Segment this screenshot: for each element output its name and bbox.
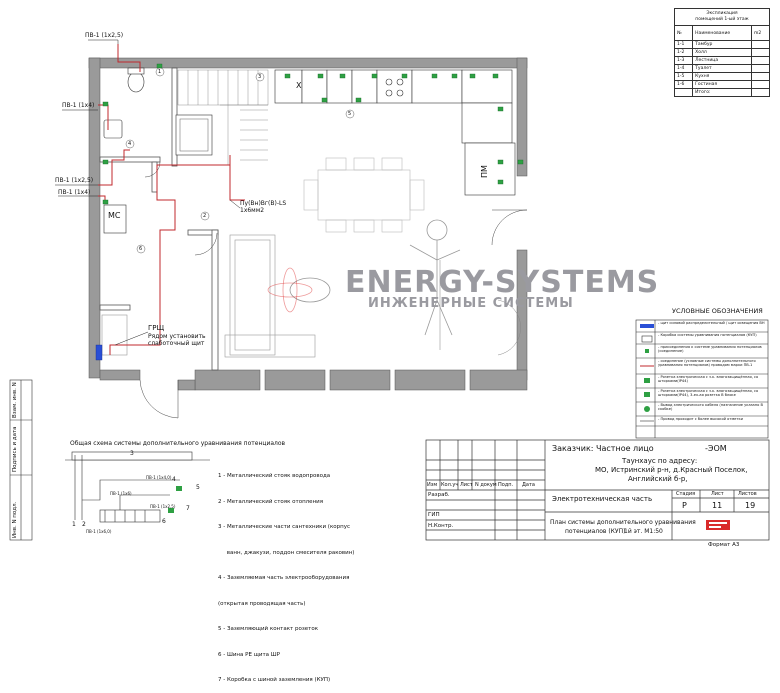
label-cable: Пу(Вн)Вг(В)-LS 1х6мм2	[240, 200, 287, 214]
floor-plan	[9, 39, 770, 541]
address-line-3: Английский б-р,	[628, 475, 688, 483]
scheme-item: 3 - Металлические части сантехники (корп…	[218, 524, 350, 530]
label-grsh-note-2: слаботочный щит	[148, 340, 205, 347]
sheets-header: Листов	[738, 491, 757, 497]
room-number-3: 3	[258, 74, 262, 80]
legend-item: - присоединения к системе уравнивания по…	[658, 345, 762, 353]
scheme-num-2: 2	[82, 521, 86, 528]
legend-item: - Розетка электрическая с з.к. влагозащи…	[658, 375, 759, 383]
legend-list: - щит силовой распределительный / щит ос…	[658, 321, 768, 427]
drawing-title-2: потенциалов (КУП)	[565, 528, 626, 535]
label-pv1-c: ПВ-1 (1х4)	[58, 189, 91, 196]
explication-title-1: Экспликация	[706, 11, 738, 16]
explication-header-name: Наименование	[692, 25, 752, 41]
scheme-num-4: 4	[172, 476, 176, 483]
address-line-2: МО, Истринский р-н, д.Красный Поселок,	[595, 466, 748, 474]
scheme-num-5: 5	[196, 484, 200, 491]
room-number-2: 2	[203, 213, 207, 219]
role-nkontr: Н.Контр.	[428, 523, 454, 529]
scheme-sub-3: ПВ-1 (1х4,0)	[146, 475, 172, 480]
scheme-item: (открытая проводящая часть)	[218, 600, 306, 607]
role-razrab: Разраб.	[428, 492, 450, 498]
label-mc: МС	[108, 211, 121, 220]
legend-item: - щит силовой распределительный / щит ос…	[658, 321, 765, 325]
legend-title: УСЛОВНЫЕ ОБОЗНАЧЕНИЯ	[672, 307, 763, 315]
drawing-title-1: План системы дополнительного уравнивания	[550, 519, 696, 526]
section-title: Электротехническая часть	[552, 495, 653, 503]
scheme-num-3: 3	[130, 450, 134, 457]
scheme-item: 5 - Заземляющий контакт розеток	[218, 626, 319, 632]
explication-table: Экспликация помещений 1-ый этаж № Наимен…	[673, 8, 771, 97]
room-number-4: 4	[128, 141, 132, 147]
legend-item: - Коробка системы уравнивания потенциало…	[658, 333, 757, 337]
col-list: Лист	[460, 482, 473, 488]
format-label: Формат А3	[708, 542, 740, 548]
sheets-value: 19	[745, 501, 756, 510]
col-ndoc: N докум	[475, 482, 497, 488]
legend-item: - Провод проходит с более высокой отметк…	[658, 417, 743, 421]
sheet-value: 11	[712, 501, 723, 510]
customer-label: Заказчик: Частное лицо	[552, 444, 654, 453]
scheme-item: 1 - Металлический стояк водопровода	[218, 473, 331, 479]
sheet-header: Лист	[711, 491, 724, 497]
scheme-sub-1: ПВ-1 (1х6,0)	[86, 529, 112, 534]
scheme-num-6: 6	[162, 518, 166, 525]
scheme-item: 6 - Шина РЕ щита ШР	[218, 651, 280, 658]
col-podp: Подп.	[498, 482, 514, 488]
scheme-num-7: 7	[186, 505, 190, 512]
watermark-title: ENERGY-SYSTEMS	[345, 265, 660, 300]
room-number-6: 6	[139, 246, 143, 252]
scheme-item: 7 - Коробка с шиной заземления (КУП)	[218, 677, 331, 683]
scheme-list: 1 - Металлический стояк водопровода 2 - …	[218, 455, 354, 693]
legend-item: - Вывод электрического кабеля (назначени…	[658, 403, 763, 411]
watermark-subtitle: ИНЖЕНЕРНЫЕ СИСТЕМЫ	[368, 296, 574, 311]
scheme-item: 2 - Металлический стояк отопления	[218, 498, 324, 505]
legend-panel-icon	[640, 324, 654, 328]
explication-header-area: m2	[750, 25, 771, 41]
legend-item: - соединение (условные системы дополните…	[658, 359, 756, 367]
label-grsh: ГРЩ	[148, 324, 165, 332]
scheme-title: Общая схема системы дополнительного урав…	[70, 440, 286, 447]
label-grsh-note-1: Рядом установить	[148, 333, 206, 340]
scheme-sub-4: ПВ-1 (1х2,5)	[150, 504, 176, 509]
room-number-1: 1	[158, 69, 162, 75]
label-x: Х	[296, 81, 302, 90]
project-code: -ЭОМ	[705, 444, 727, 453]
label-pv1-top: ПВ-1 (1х2,5)	[85, 32, 124, 39]
scheme-sub-2: ПВ-1 (1х6)	[110, 491, 132, 496]
col-izm: Изм	[427, 482, 438, 488]
stage-value: Р	[682, 501, 687, 510]
address-line-1: Таунхаус по адресу:	[622, 457, 698, 465]
explication-total: Итого:	[692, 88, 752, 97]
stamp-vzam: Взам. инв. N	[12, 382, 18, 418]
stamp-signature-date: Подпись и дата	[12, 426, 18, 472]
explication-header-num: №	[673, 25, 694, 41]
explication-title-2: помещений 1-ый этаж	[695, 17, 749, 22]
label-pv1-b: ПВ-1 (1х2,5)	[55, 177, 94, 184]
drawing-scale: 1й эт. М1:50	[624, 528, 663, 535]
label-pv1-a: ПВ-1 (1х4)	[62, 102, 95, 109]
stamp-inv-podl: Инв. N подл.	[12, 501, 18, 538]
stage-header: Стадия	[676, 491, 696, 497]
role-gip: ГИП	[428, 512, 440, 518]
room-number-5: 5	[348, 111, 352, 117]
company-logo	[676, 516, 764, 534]
col-date: Дата	[522, 482, 535, 488]
scheme-item: 4 - Заземляемая часть электрооборудовани…	[218, 575, 350, 581]
legend-item: - Розетка электрическая с з.к. влагозащи…	[658, 389, 759, 397]
label-pm: ПМ	[479, 165, 489, 178]
col-kol: Кол.уч	[441, 482, 459, 488]
scheme-num-1: 1	[72, 521, 76, 528]
